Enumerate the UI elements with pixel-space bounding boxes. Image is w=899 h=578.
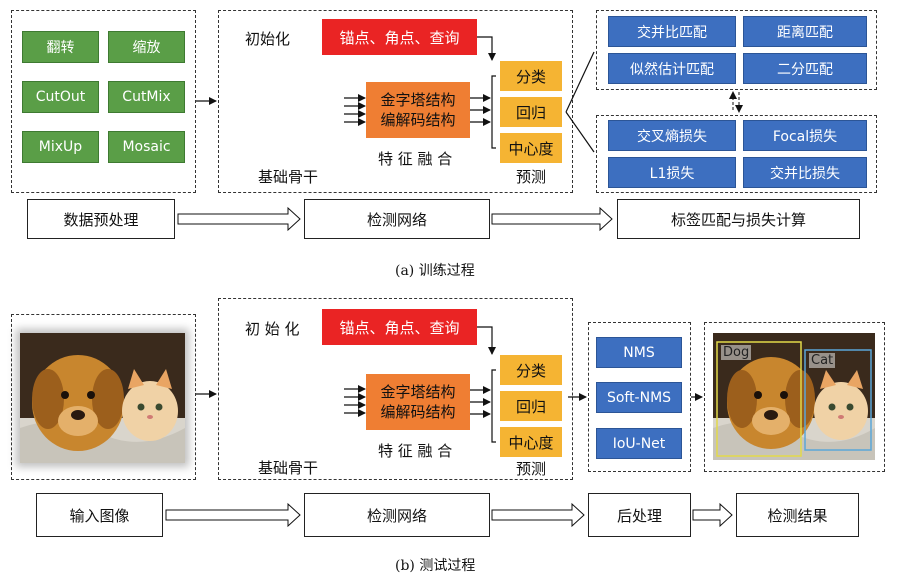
train-neck-caption: 特 征 融 合 <box>378 150 453 168</box>
train-heads-to-match <box>565 51 595 113</box>
train-init-box: 锚点、角点、查询 <box>322 19 477 55</box>
train-backbone-line-2: 转换器网络 <box>250 107 326 125</box>
train-stage-network: 检测网络 <box>304 199 490 239</box>
test-head-reg: 回归 <box>500 391 562 421</box>
train-caption: (a) 训练过程 <box>395 263 475 279</box>
train-heads-caption: 预测 <box>516 168 547 186</box>
loss-iou: 交并比损失 <box>743 157 867 188</box>
train-loss-panel <box>596 115 877 193</box>
test-neck-caption: 特 征 融 合 <box>378 442 453 460</box>
test-backbone-line-2: 转换器网络 <box>250 406 326 424</box>
test-input-panel <box>11 314 196 480</box>
test-head-cls: 分类 <box>500 355 562 385</box>
loss-ce: 交叉熵损失 <box>608 120 736 151</box>
test-stage-postprocess: 后处理 <box>588 493 691 537</box>
test-backbone-caption: 基础骨干 <box>258 459 319 477</box>
test-network-panel <box>218 298 573 480</box>
result-image-photo: Dog Cat <box>713 333 875 460</box>
stage-arrow-test-3 <box>692 502 733 528</box>
train-heads-to-loss <box>565 111 595 153</box>
aug-flip: 翻转 <box>22 31 99 63</box>
stage-arrow-train-2 <box>491 206 613 232</box>
arrow-init-to-heads <box>477 36 496 61</box>
post-soft-nms: Soft-NMS <box>596 382 682 413</box>
aug-cutout: CutOut <box>22 81 99 113</box>
stage-arrow-train-1 <box>177 206 301 232</box>
aug-mixup: MixUp <box>22 131 99 163</box>
test-backbone-line-1: 卷积网络 <box>257 386 318 404</box>
test-arrow-init-to-heads <box>477 326 496 355</box>
train-init-label: 初始化 <box>245 30 291 48</box>
post-iou-net: IoU-Net <box>596 428 682 459</box>
test-backbone-label: 卷积网络 转换器网络 <box>236 385 340 425</box>
train-neck-line-2: 编解码结构 <box>380 111 456 129</box>
train-backbone-label: 卷积网络 转换器网络 <box>236 86 340 126</box>
cat-label: Cat <box>809 353 836 368</box>
cat-bbox <box>804 349 872 451</box>
result-illustration <box>713 333 875 460</box>
train-head-reg: 回归 <box>500 97 562 127</box>
test-init-label: 初 始 化 <box>245 320 300 338</box>
input-image-photo <box>20 333 185 463</box>
test-stage-result: 检测结果 <box>736 493 859 537</box>
train-neck-box: 金字塔结构 编解码结构 <box>366 82 470 138</box>
aug-mosaic: Mosaic <box>108 131 185 163</box>
dog-label: Dog <box>721 345 752 360</box>
stage-arrow-test-1 <box>165 502 301 528</box>
train-backbone-line-1: 卷积网络 <box>257 87 318 105</box>
test-stage-input: 输入图像 <box>36 493 163 537</box>
test-neck-line-2: 编解码结构 <box>380 403 456 421</box>
match-bipartite: 二分匹配 <box>743 53 867 84</box>
train-network-panel <box>218 10 573 193</box>
test-postprocess-panel <box>588 322 691 472</box>
dog-bbox <box>716 341 802 457</box>
test-heads-caption: 预测 <box>516 460 547 478</box>
stage-arrow-test-2 <box>491 502 585 528</box>
train-backbone-caption: 基础骨干 <box>258 168 319 186</box>
test-result-panel <box>704 322 885 472</box>
train-stage-preprocess: 数据预处理 <box>27 199 175 239</box>
test-heads-bracket <box>491 369 496 443</box>
test-caption: (b) 测试过程 <box>395 558 476 574</box>
match-distance: 距离匹配 <box>743 16 867 47</box>
test-init-box: 锚点、角点、查询 <box>322 309 477 345</box>
train-head-cls: 分类 <box>500 61 562 91</box>
test-neck-box: 金字塔结构 编解码结构 <box>366 374 470 430</box>
train-augmentation-panel <box>11 10 196 193</box>
post-nms: NMS <box>596 337 682 368</box>
match-likelihood: 似然估计匹配 <box>608 53 736 84</box>
aug-cutmix: CutMix <box>108 81 185 113</box>
train-head-ctr: 中心度 <box>500 133 562 163</box>
loss-l1: L1损失 <box>608 157 736 188</box>
train-heads-bracket <box>491 75 496 149</box>
test-head-ctr: 中心度 <box>500 427 562 457</box>
dog-cat-illustration <box>20 333 185 463</box>
train-matching-panel <box>596 10 877 90</box>
test-neck-line-1: 金字塔结构 <box>380 383 456 401</box>
aug-scale: 缩放 <box>108 31 185 63</box>
train-stage-matching-loss: 标签匹配与损失计算 <box>617 199 860 239</box>
match-iou: 交并比匹配 <box>608 16 736 47</box>
test-stage-network: 检测网络 <box>304 493 490 537</box>
train-neck-line-1: 金字塔结构 <box>380 91 456 109</box>
loss-focal: Focal损失 <box>743 120 867 151</box>
